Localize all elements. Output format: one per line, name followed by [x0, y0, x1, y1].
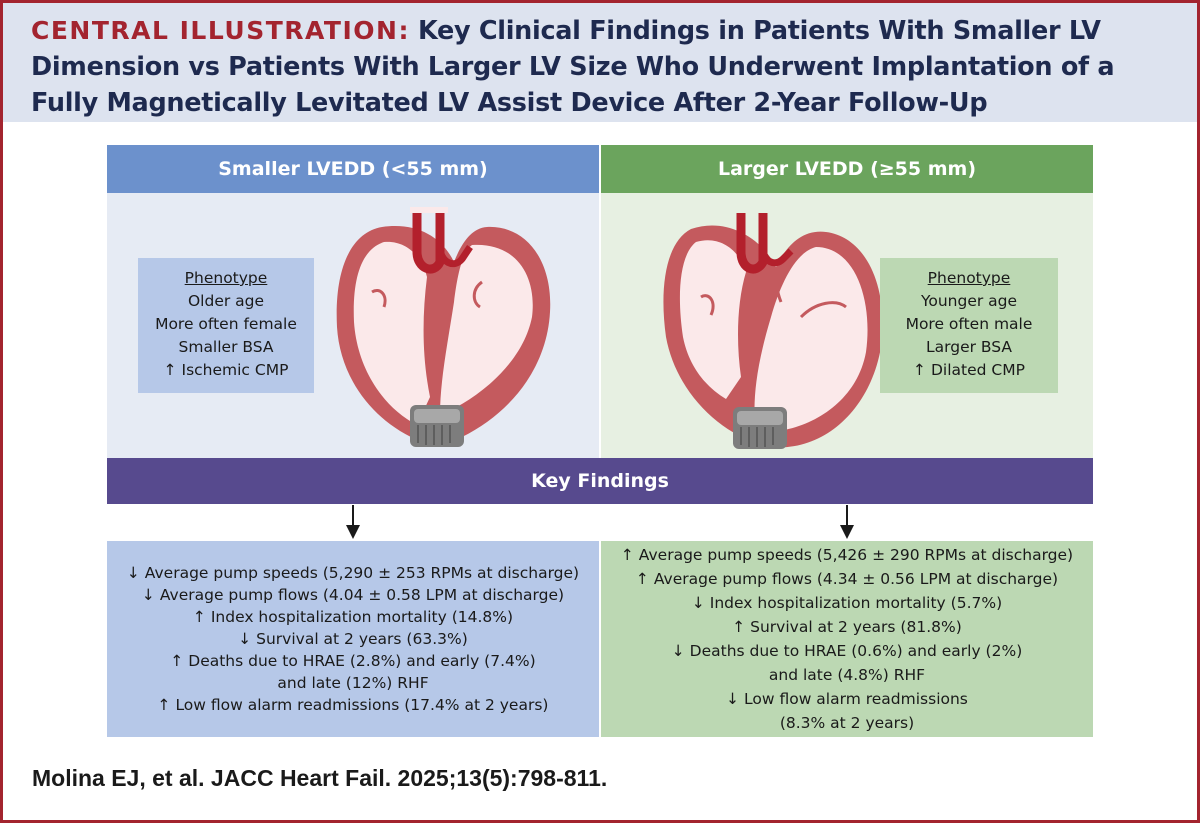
finding-line: ↓ Low flow alarm readmissions	[726, 690, 968, 708]
larger-lvedd-findings-box: ↑ Average pump speeds (5,426 ± 290 RPMs …	[601, 541, 1093, 737]
smaller-lvedd-panel: Smaller LVEDD (<55 mm) Phenotype Older a…	[107, 145, 599, 458]
finding-line: and late (12%) RHF	[277, 674, 429, 692]
larger-lvedd-phenotype-box: Phenotype Younger age More often male La…	[880, 258, 1058, 393]
header-title-block: CENTRAL ILLUSTRATION:Key Clinical Findin…	[31, 13, 1173, 121]
finding-line: ↓ Average pump flows (4.04 ± 0.58 LPM at…	[141, 586, 565, 604]
smaller-lvedd-phenotype-box: Phenotype Older age More often female Sm…	[138, 258, 314, 393]
phenotype-line: Smaller BSA	[178, 338, 274, 356]
larger-lvedd-heading: Larger LVEDD (≥55 mm)	[601, 145, 1093, 193]
finding-line: ↓ Average pump speeds (5,290 ± 253 RPMs …	[126, 564, 580, 582]
small-heart-lvad-illustration	[336, 207, 551, 447]
finding-line: and late (4.8%) RHF	[768, 666, 926, 684]
finding-line: ↓ Index hospitalization mortality (5.7%)	[691, 594, 1003, 612]
finding-line: ↓ Deaths due to HRAE (0.6%) and early (2…	[671, 642, 1023, 660]
finding-line: ↑ Index hospitalization mortality (14.8%…	[192, 608, 514, 626]
key-findings-bar: Key Findings	[107, 458, 1093, 504]
smaller-lvedd-findings-box: ↓ Average pump speeds (5,290 ± 253 RPMs …	[107, 541, 599, 737]
down-arrow-icon	[346, 505, 360, 539]
finding-line: (8.3% at 2 years)	[779, 714, 915, 732]
finding-line: ↑ Average pump speeds (5,426 ± 290 RPMs …	[620, 546, 1074, 564]
phenotype-line: More often female	[155, 315, 297, 333]
citation: Molina EJ, et al. JACC Heart Fail. 2025;…	[32, 765, 608, 791]
finding-line: ↑ Average pump flows (4.34 ± 0.56 LPM at…	[635, 570, 1059, 588]
phenotype-line: ↑ Dilated CMP	[913, 361, 1025, 379]
phenotype-title: Phenotype	[184, 269, 268, 287]
finding-line: ↑ Low flow alarm readmissions (17.4% at …	[157, 696, 549, 714]
phenotype-line: Larger BSA	[926, 338, 1012, 356]
phenotype-line: ↑ Ischemic CMP	[163, 361, 289, 379]
header: CENTRAL ILLUSTRATION:Key Clinical Findin…	[3, 3, 1197, 122]
down-arrow-icon	[840, 505, 854, 539]
phenotype-line: More often male	[905, 315, 1033, 333]
smaller-lvedd-heading: Smaller LVEDD (<55 mm)	[107, 145, 599, 193]
finding-line: ↓ Survival at 2 years (63.3%)	[238, 630, 468, 648]
central-illustration-label: CENTRAL ILLUSTRATION:	[31, 16, 410, 45]
page-title: Key Clinical Findings in Patients With S…	[31, 16, 1115, 118]
finding-line: ↑ Survival at 2 years (81.8%)	[732, 618, 962, 636]
larger-lvedd-panel: Larger LVEDD (≥55 mm) Phenotype Younger …	[601, 145, 1093, 458]
phenotype-line: Younger age	[920, 292, 1018, 310]
phenotype-title: Phenotype	[927, 269, 1011, 287]
finding-line: ↑ Deaths due to HRAE (2.8%) and early (7…	[170, 652, 536, 670]
large-heart-lvad-illustration	[663, 207, 883, 449]
phenotype-line: Older age	[187, 292, 265, 310]
